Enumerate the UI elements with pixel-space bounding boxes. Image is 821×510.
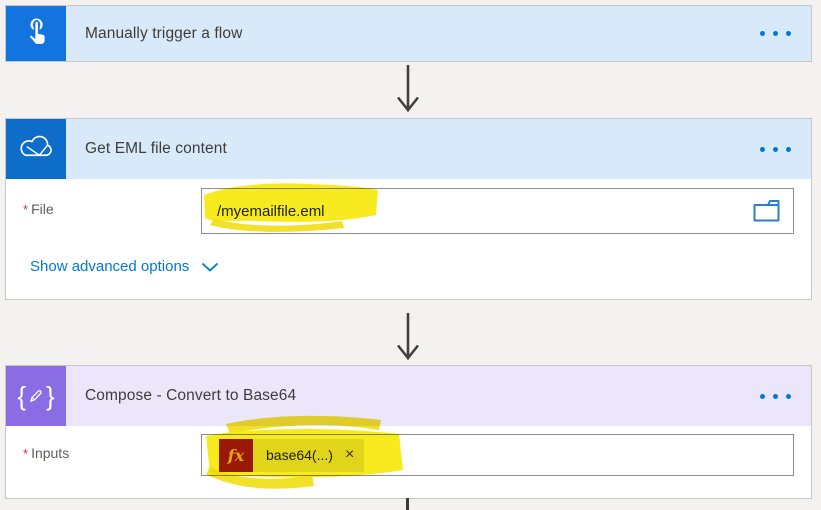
step-title: Get EML file content bbox=[85, 140, 227, 157]
flow-connector-arrow bbox=[396, 65, 420, 113]
step-menu-button[interactable] bbox=[758, 141, 793, 158]
manual-trigger-icon bbox=[6, 6, 66, 61]
required-marker: * bbox=[23, 446, 29, 461]
pencil-icon bbox=[30, 390, 42, 402]
file-input-value: /myemailfile.eml bbox=[217, 202, 325, 220]
fx-icon: fx bbox=[219, 438, 253, 472]
chevron-down-icon bbox=[202, 262, 219, 272]
step-header-compose[interactable]: { } Compose - Convert to Base64 bbox=[6, 366, 811, 426]
step-header-manual-trigger[interactable]: Manually trigger a flow bbox=[6, 6, 811, 61]
expression-token-label: base64(...) bbox=[266, 447, 333, 463]
remove-token-icon[interactable]: × bbox=[344, 446, 355, 463]
step-card-get-eml-file-content: Get EML file content *File /myemailfile.… bbox=[5, 118, 812, 300]
show-advanced-options-label: Show advanced options bbox=[30, 258, 190, 275]
show-advanced-options-link[interactable]: Show advanced options bbox=[30, 258, 219, 275]
ellipsis-icon bbox=[760, 146, 765, 152]
ellipsis-icon bbox=[760, 31, 765, 36]
step-card-manual-trigger: Manually trigger a flow bbox=[5, 5, 812, 62]
file-input[interactable]: /myemailfile.eml bbox=[201, 188, 794, 234]
step-menu-button[interactable] bbox=[758, 388, 793, 405]
step-title: Manually trigger a flow bbox=[85, 24, 243, 42]
required-marker: * bbox=[23, 202, 29, 217]
flow-connector-arrow bbox=[396, 313, 420, 361]
flow-connector-line bbox=[406, 498, 409, 510]
step-menu-button[interactable] bbox=[758, 25, 793, 42]
inputs-expression-token[interactable]: fx base64(...) × bbox=[219, 438, 365, 472]
step-title: Compose - Convert to Base64 bbox=[85, 387, 297, 404]
folder-picker-icon[interactable] bbox=[753, 199, 781, 223]
step-card-compose: { } Compose - Convert to Base64 *Inputs … bbox=[5, 365, 812, 499]
file-field-label: *File bbox=[23, 201, 54, 217]
inputs-input[interactable]: fx base64(...) × bbox=[201, 434, 794, 476]
ellipsis-icon bbox=[760, 393, 765, 399]
inputs-field-label: *Inputs bbox=[23, 445, 70, 461]
onedrive-icon bbox=[6, 119, 66, 179]
step-header-get-eml[interactable]: Get EML file content bbox=[6, 119, 811, 179]
compose-icon: { } bbox=[6, 366, 66, 426]
